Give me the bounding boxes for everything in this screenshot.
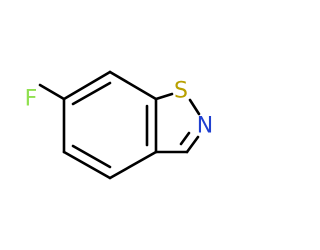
bond-c3a-c4 <box>108 150 158 180</box>
nitrogen-label: N <box>197 114 213 139</box>
double-bond-n-c3-inner <box>179 131 191 146</box>
sulfur-label: S <box>174 79 188 104</box>
double-bond-c4-c5-inner <box>71 144 112 169</box>
bond-c6-c7 <box>62 70 112 101</box>
molecule-drawing: F S N <box>25 70 213 180</box>
fluorine-label: F <box>25 87 38 112</box>
bond-c4-c5 <box>62 150 112 180</box>
bond-c7-c7a <box>108 70 158 101</box>
bond-c6-f <box>38 83 66 101</box>
double-bond-c6-c7-inner <box>71 81 112 106</box>
structure-canvas: F S N <box>25 70 213 180</box>
bond-n-c3 <box>185 135 200 154</box>
bond-c7a-s <box>154 92 174 101</box>
bond-s-n <box>188 98 201 116</box>
